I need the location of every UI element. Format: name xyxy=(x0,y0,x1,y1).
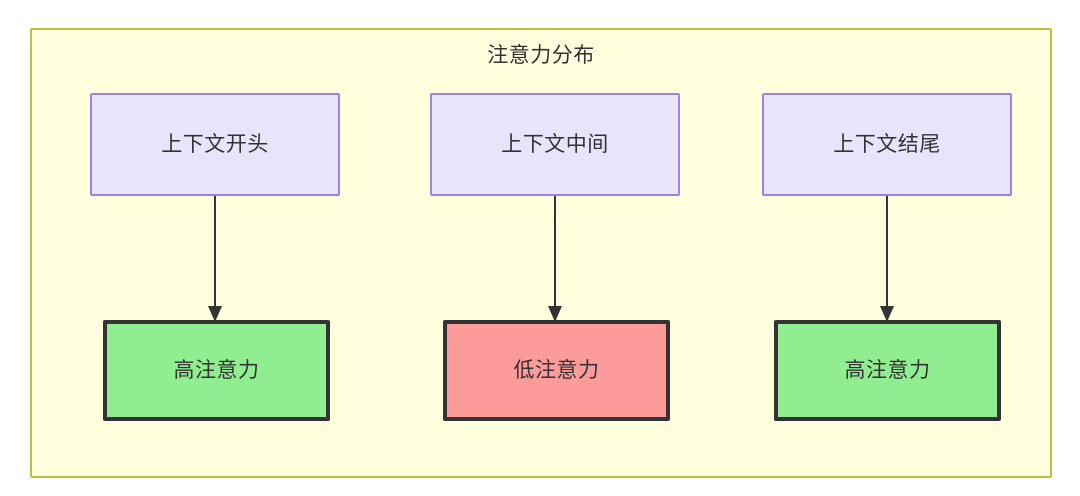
node-context-end-label: 上下文结尾 xyxy=(833,132,941,156)
node-attention-high-end-label: 高注意力 xyxy=(844,358,931,382)
node-attention-low-middle[interactable]: 低注意力 xyxy=(443,320,670,421)
edge-context-start-to-attention-high-start xyxy=(208,196,222,322)
node-attention-low-middle-label: 低注意力 xyxy=(513,358,600,382)
node-context-middle-label: 上下文中间 xyxy=(501,132,609,156)
node-context-start-label: 上下文开头 xyxy=(161,132,269,156)
node-attention-high-start-label: 高注意力 xyxy=(173,358,260,382)
node-context-start[interactable]: 上下文开头 xyxy=(90,93,340,196)
node-context-middle[interactable]: 上下文中间 xyxy=(430,93,680,196)
edge-context-end-to-attention-high-end xyxy=(880,196,894,322)
node-attention-high-start[interactable]: 高注意力 xyxy=(103,320,330,421)
node-context-end[interactable]: 上下文结尾 xyxy=(762,93,1012,196)
edge-context-middle-to-attention-low-middle xyxy=(548,196,562,322)
subgraph-title: 注意力分布 xyxy=(487,44,595,67)
subgraph-attention-distribution: 注意力分布 上下文开头 上下文中间 xyxy=(30,28,1052,478)
node-attention-high-end[interactable]: 高注意力 xyxy=(774,320,1001,421)
